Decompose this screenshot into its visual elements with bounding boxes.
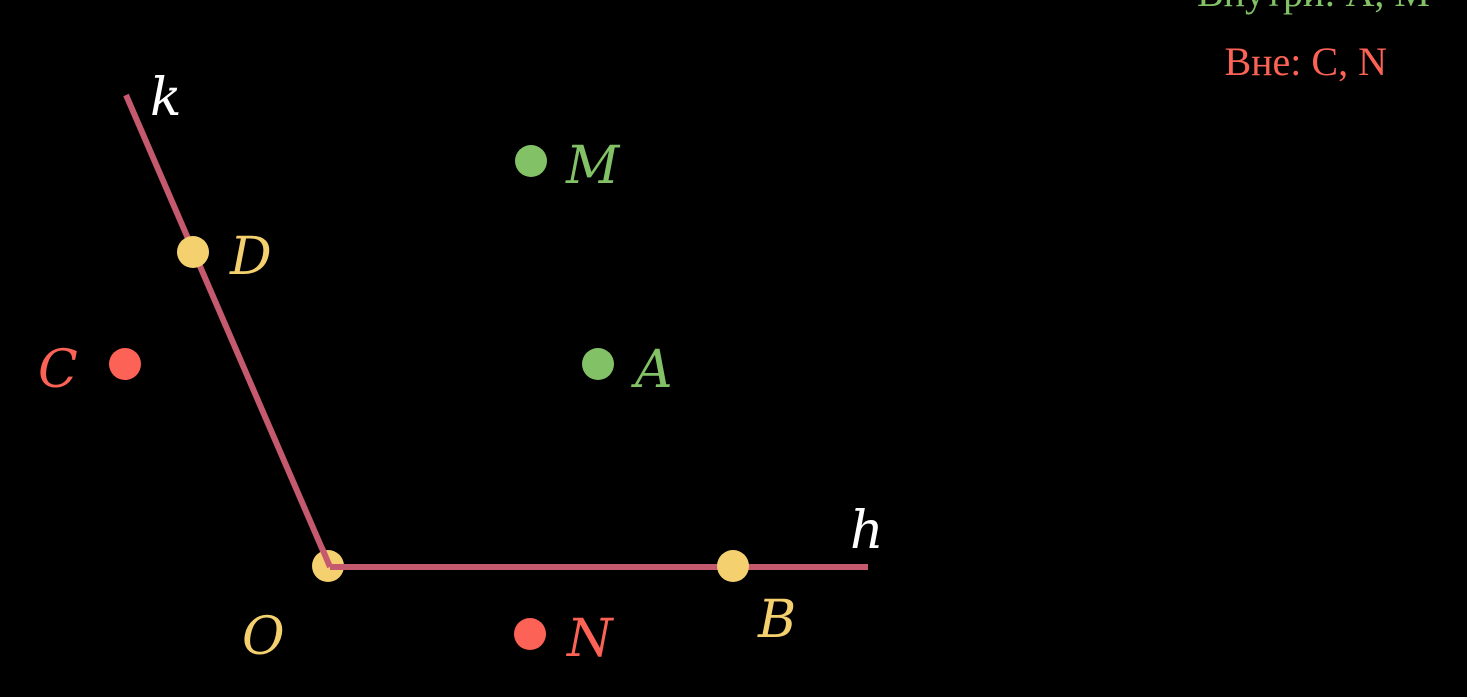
point-m-label: M: [565, 136, 621, 196]
point-d-dot: [177, 236, 209, 268]
point-b-label: B: [757, 590, 796, 650]
ray-k-label: k: [150, 68, 182, 128]
ray-k-vertex-overlay: [319, 546, 333, 569]
point-n-label: N: [565, 609, 614, 669]
legend-outside: Вне: C, N: [1224, 39, 1387, 84]
legend-inside: Внутри: A, M: [1197, 0, 1430, 15]
point-o-label: O: [242, 607, 285, 667]
ray-k: [123, 93, 333, 569]
point-m-dot: [515, 145, 547, 177]
point-d-label: D: [229, 227, 272, 287]
point-c-dot: [109, 348, 141, 380]
point-c-label: C: [38, 340, 78, 400]
point-a-dot: [582, 348, 614, 380]
point-n-dot: [514, 618, 546, 650]
point-b-dot: [717, 550, 749, 582]
point-a-label: A: [631, 340, 673, 400]
ray-h-label: h: [850, 501, 884, 561]
